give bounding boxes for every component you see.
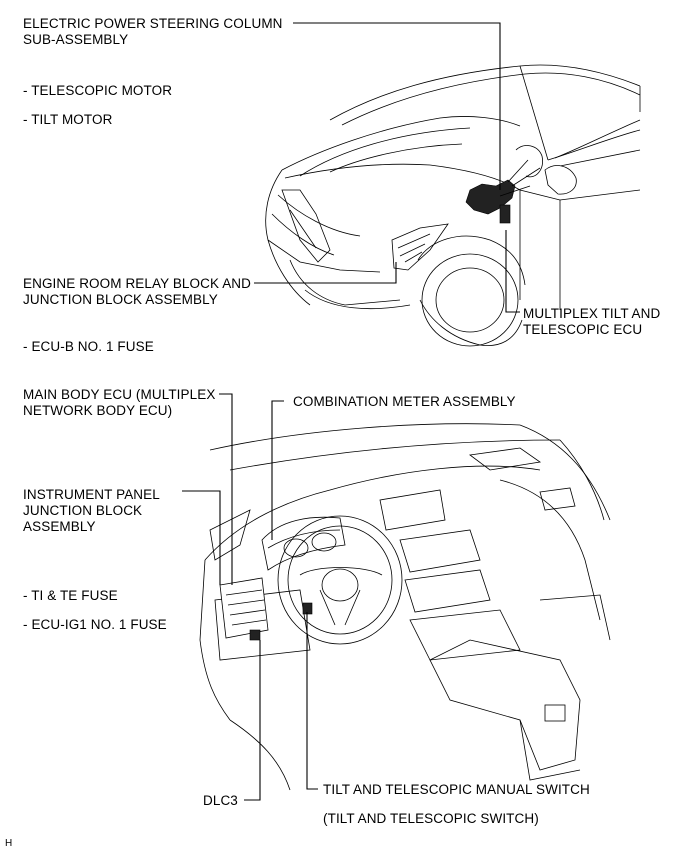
corner-mark: H: [5, 838, 13, 849]
car-exterior-illustration: [265, 64, 641, 347]
main-body-ecu-label: MAIN BODY ECU (MULTIPLEX NETWORK BODY EC…: [23, 387, 215, 419]
instrument-panel-jb-label-line3: ASSEMBLY: [23, 519, 96, 534]
tilt-motor-label: - TILT MOTOR: [23, 112, 113, 127]
ti-te-fuse-label: - TI & TE FUSE: [23, 588, 118, 603]
main-body-ecu-label-line2: NETWORK BODY ECU): [23, 403, 173, 418]
ecu-ig1-fuse-label: - ECU-IG1 NO. 1 FUSE: [23, 617, 167, 632]
dlc3-label: DLC3: [203, 793, 238, 808]
multiplex-tilt-ecu-label-line2: TELESCOPIC ECU: [523, 322, 643, 337]
ecu-b-fuse-label: - ECU-B NO. 1 FUSE: [23, 339, 154, 354]
engine-room-relay-label-line2: JUNCTION BLOCK ASSEMBLY: [23, 292, 218, 307]
multiplex-tilt-ecu-label: MULTIPLEX TILT AND TELESCOPIC ECU: [523, 306, 660, 338]
telescopic-motor-label: - TELESCOPIC MOTOR: [23, 83, 173, 98]
engine-room-relay-label: ENGINE ROOM RELAY BLOCK AND JUNCTION BLO…: [23, 276, 251, 308]
eps-column-label-line2: SUB-ASSEMBLY: [23, 32, 129, 47]
engine-room-relay-label-line1: ENGINE ROOM RELAY BLOCK AND: [23, 276, 252, 291]
eps-column-label: ELECTRIC POWER STEERING COLUMN SUB-ASSEM…: [23, 16, 283, 48]
instrument-panel-jb-label: INSTRUMENT PANEL JUNCTION BLOCK ASSEMBLY: [23, 487, 160, 535]
tilt-tele-switch-label: TILT AND TELESCOPIC MANUAL SWITCH: [323, 782, 590, 797]
eps-column-label-line1: ELECTRIC POWER STEERING COLUMN: [23, 16, 283, 31]
combination-meter-label: COMBINATION METER ASSEMBLY: [293, 394, 516, 409]
tilt-tele-switch-alt-label: (TILT AND TELESCOPIC SWITCH): [323, 811, 539, 826]
instrument-panel-jb-label-line1: INSTRUMENT PANEL: [23, 487, 160, 502]
main-body-ecu-label-line1: MAIN BODY ECU (MULTIPLEX: [23, 387, 216, 402]
leader-lines: [182, 22, 520, 801]
multiplex-tilt-ecu-label-line1: MULTIPLEX TILT AND: [523, 306, 661, 321]
instrument-panel-jb-label-line2: JUNCTION BLOCK: [23, 503, 143, 518]
interior-dashboard-illustration: [199, 423, 611, 791]
